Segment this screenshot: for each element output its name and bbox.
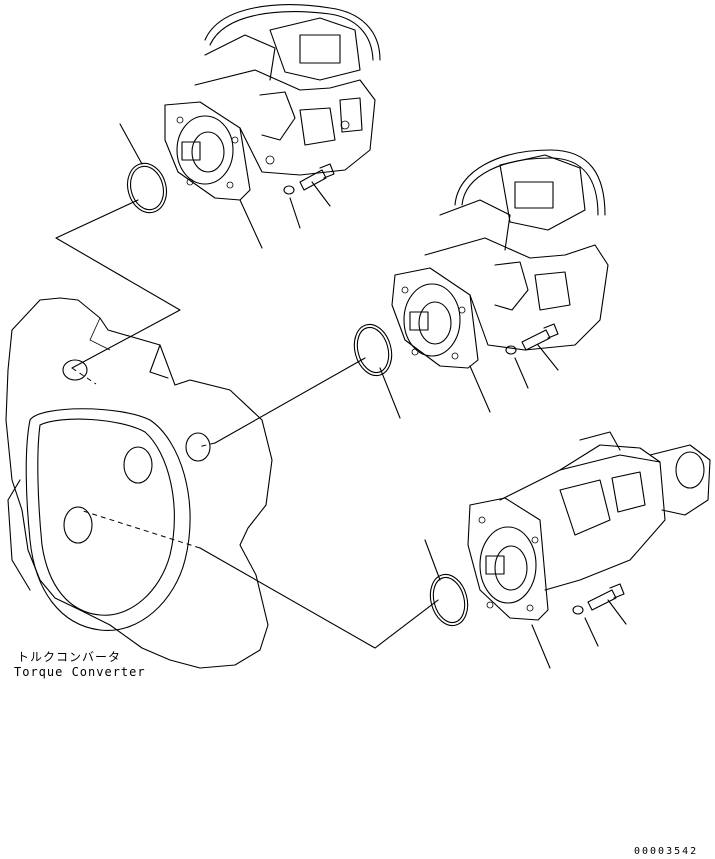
torque-converter-housing <box>5 297 273 669</box>
drawing-number: 00003542 <box>634 846 699 857</box>
o-ring-parts <box>126 162 469 627</box>
connection-lines <box>55 123 627 669</box>
o-ring-bottom <box>429 573 469 627</box>
torque-converter-label-en: Torque Converter <box>14 665 146 679</box>
hydraulic-pump-top <box>164 4 381 201</box>
torque-converter-label-jp: トルクコンバータ <box>17 650 122 664</box>
hydraulic-pump-bottom <box>467 431 711 621</box>
o-ring-middle <box>353 323 393 377</box>
hydraulic-pump-middle <box>391 149 609 369</box>
o-ring-top <box>126 162 168 214</box>
